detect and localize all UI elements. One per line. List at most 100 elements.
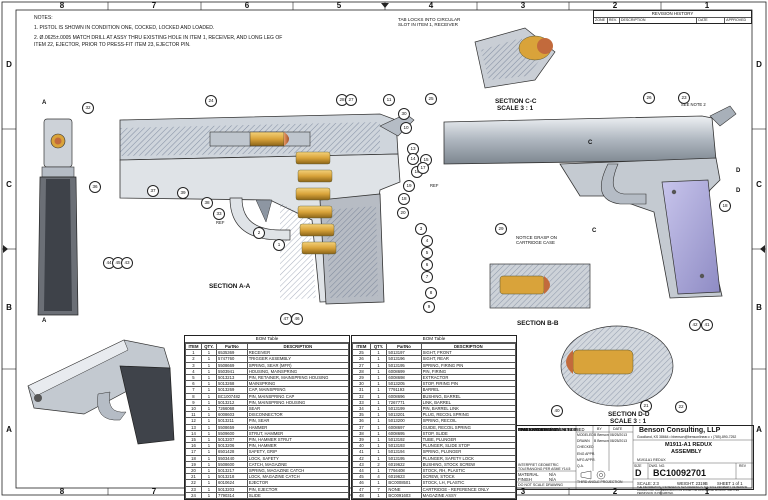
bom-cell: HAMMER — [246, 423, 350, 431]
bom-cell: CATCH, MAGAZINE — [246, 460, 350, 469]
bom-cell: 5013193 — [386, 442, 422, 450]
proprietary-note: THE INFORMATION CONTAINED IN THIS DRAWIN… — [637, 486, 748, 495]
bom-cell: 1 — [200, 367, 217, 376]
bom-cell: SLIDE — [246, 491, 350, 500]
zone-label-top: 4 — [428, 1, 434, 10]
section-d-d-scale: SCALE 3 : 1 — [610, 418, 647, 425]
magazine-cartridges — [295, 151, 337, 255]
tolerance-line: DIMENSIONS ARE IN INCHES — [518, 427, 577, 432]
bom-cell: 1 — [200, 386, 217, 394]
section-c-c-label: SECTION C-C — [495, 98, 537, 105]
section-cut-letter: A — [42, 100, 47, 106]
bom-cell: 1 — [200, 392, 217, 400]
note-item: 2. Ø.0625±.0005 MATCH DRILL AT ASSY THRU… — [34, 35, 283, 48]
size-label: SIZE — [634, 464, 642, 468]
part-balloon: 26 — [643, 92, 655, 104]
bom-cell: PIN, BARREL LINK — [420, 405, 517, 413]
part-balloon: 38 — [201, 197, 213, 209]
zone-label-top: 8 — [59, 1, 65, 10]
bom-cell: TUBE, PLUNGER — [420, 436, 517, 444]
part-balloon: 21 — [640, 400, 652, 412]
grasp-note: NOTICE GRASP ON CARTRIDGE CASE — [516, 235, 557, 246]
zone-label-top: 1 — [704, 1, 710, 10]
dwg-no-label: DWG. NO. — [649, 464, 666, 468]
bom-cell: 1 — [200, 460, 217, 469]
bom-cell: PIN, MAINSPRING HOUSING — [246, 398, 350, 407]
bom-cell: SPRING, SEAR (MFR) — [246, 361, 350, 369]
bom-cell: GUIDE, RECOIL SPRING — [420, 423, 517, 431]
bom-cell: 6008698 — [386, 373, 422, 382]
zone-label-right: B — [756, 303, 762, 312]
bom-cell: 5013196 — [386, 355, 422, 363]
weight-label: WEIGHT: 2319B — [677, 481, 708, 486]
part-balloon: 39 — [177, 187, 189, 199]
zone-label-bottom: 2 — [612, 487, 618, 496]
ref-label: REF — [216, 220, 225, 225]
revision-column-header: DESCRIPTION — [620, 17, 698, 23]
bom-cell: 1 — [200, 411, 217, 419]
part-balloon: 46 — [291, 313, 303, 325]
bom-cell: 1 — [200, 479, 217, 487]
bom-cell: 5013200 — [386, 417, 422, 425]
bom-cell: 7790314 — [215, 491, 248, 500]
material-label: MATERIAL — [518, 472, 539, 477]
bom-column-header: PartNo — [386, 342, 422, 351]
signature-role: MODELED — [577, 433, 594, 437]
tolerance-line: THREE PLACE DECIMAL ±.005 — [518, 427, 579, 432]
section-c-c-view — [474, 27, 556, 89]
bom-cell: CARTRIDGE - REFERENCE ONLY — [420, 485, 517, 493]
bom-cell: 5013192 — [386, 436, 422, 444]
zone-label-bottom: 7 — [151, 487, 157, 496]
front-view — [37, 118, 79, 316]
bom-cell: 5013199 — [386, 405, 422, 413]
part-balloon: 27 — [345, 94, 357, 106]
col-date: DATE — [613, 427, 623, 431]
zone-label-bottom: 8 — [59, 487, 65, 496]
part-balloon: 17 — [417, 162, 429, 174]
part-balloon: 30 — [398, 108, 410, 120]
interpret-note: INTERPRET GEOMETRIC TOLERANCING PER ASME… — [518, 463, 571, 471]
finish-value: N/A — [549, 477, 556, 482]
part-balloon: 18 — [398, 193, 410, 205]
part-balloon: 2 — [253, 227, 265, 239]
file-name-label: M1911A1 REDUX — [637, 458, 666, 462]
bom-cell: 1 — [200, 448, 217, 456]
bom-cell: LOCK, SAFETY — [246, 454, 350, 462]
bom-cell: PIN, RETAINER, MAINSPRING HOUSING — [246, 373, 350, 382]
bom-cell: 1 — [200, 405, 217, 413]
bom-cell: SEAR — [246, 405, 350, 413]
revision-history-table: REVISION HISTORY ZONE REV. DESCRIPTION D… — [593, 10, 752, 24]
signature-date: 08/25/2013 — [610, 433, 627, 437]
signature-row: Q.A. — [577, 464, 632, 470]
bom-cell: SPRING, PLUNGER — [420, 448, 517, 456]
bom-cell: 1 — [200, 436, 217, 444]
tolerance-line: FRACTIONAL ±1/32 — [518, 427, 556, 432]
tab-lock-note: TAB LOCKS INTO CIRCULAR SLOT IN ITEM 1, … — [398, 17, 461, 28]
bom-cell: DISCONNECTOR — [246, 411, 350, 419]
rev-label: REV — [739, 464, 746, 468]
section-d-d-view — [560, 325, 674, 407]
part-balloon: 22 — [675, 401, 687, 413]
bom-cell: 5013195 — [386, 361, 422, 369]
